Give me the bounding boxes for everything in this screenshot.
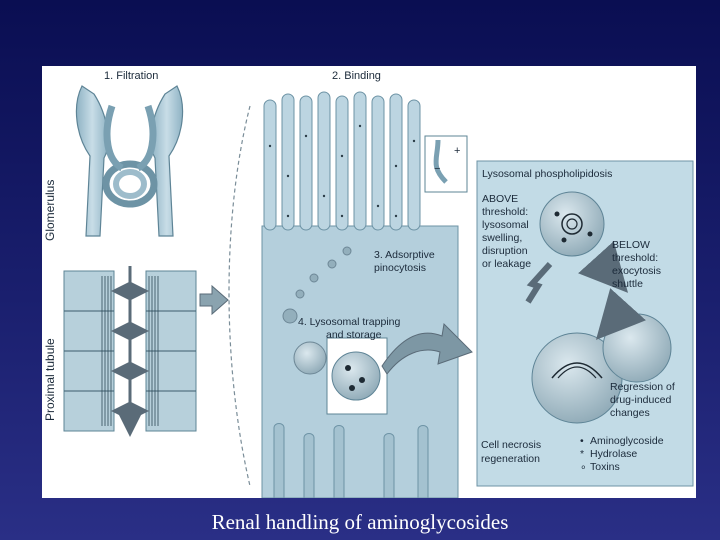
above-line: lysosomal	[482, 219, 529, 231]
above-line: ABOVE	[482, 193, 518, 205]
regression-line: drug-induced	[610, 394, 671, 406]
legend-symbol: ∘	[580, 461, 587, 473]
diagram-canvas: + − 1. Filtration 2. Binding 3. Adsorpti…	[43, 70, 694, 498]
step3-label-line2: pinocytosis	[374, 262, 426, 274]
necrosis-text: Cell necrosis regeneration	[481, 439, 541, 465]
charge-box: + −	[424, 135, 468, 193]
step2-label: 2. Binding	[332, 70, 381, 82]
below-threshold-text: BELOW threshold: exocytosis shuttle	[612, 239, 661, 290]
tubule-cell-drawing	[261, 91, 473, 498]
proximal-tubule-drawing	[63, 266, 197, 437]
step1-label: 1. Filtration	[104, 70, 158, 82]
regression-text: Regression of drug-induced changes	[610, 381, 675, 419]
glomerulus-label: Glomerulus	[43, 180, 57, 241]
below-line: shuttle	[612, 278, 643, 290]
phospholipidosis-inset	[476, 160, 694, 487]
regression-line: changes	[610, 407, 650, 419]
above-line: or leakage	[482, 258, 531, 270]
legend-symbol: *	[580, 448, 584, 460]
step4-label-line2: and storage	[326, 329, 382, 341]
slide-caption: Renal handling of aminoglycosides	[211, 510, 509, 534]
below-line: threshold:	[612, 252, 658, 264]
necrosis-line: regeneration	[481, 453, 540, 465]
legend-label: Aminoglycoside	[590, 435, 664, 447]
transfer-arrow	[199, 284, 229, 316]
inset-title: Lysosomal phospholipidosis	[482, 168, 612, 180]
step3-label-line1: 3. Adsorptive	[374, 249, 435, 261]
above-line: disruption	[482, 245, 528, 257]
below-line: BELOW	[612, 239, 650, 251]
zoom-bracket	[228, 105, 251, 487]
above-line: threshold:	[482, 206, 528, 218]
legend-symbol: •	[580, 435, 584, 447]
above-threshold-text: ABOVE threshold: lysosomal swelling, dis…	[482, 193, 531, 270]
renal-diagram: + − 1. Filtration 2. Binding 3. Adsorpti…	[42, 66, 696, 498]
step4-label-line1: 4. Lysosomal trapping	[298, 316, 400, 328]
charge-minus: −	[434, 163, 440, 175]
proximal-tubule-label: Proximal tubule	[43, 338, 57, 421]
above-line: swelling,	[482, 232, 522, 244]
legend-label: Toxins	[590, 461, 620, 473]
legend-label: Hydrolase	[590, 448, 637, 460]
necrosis-line: Cell necrosis	[481, 439, 541, 451]
charge-plus: +	[454, 145, 460, 157]
glomerulus-drawing	[75, 85, 184, 237]
regression-line: Regression of	[610, 381, 675, 393]
below-line: exocytosis	[612, 265, 661, 277]
inset-legend: • Aminoglycoside * Hydrolase ∘ Toxins	[580, 435, 664, 473]
